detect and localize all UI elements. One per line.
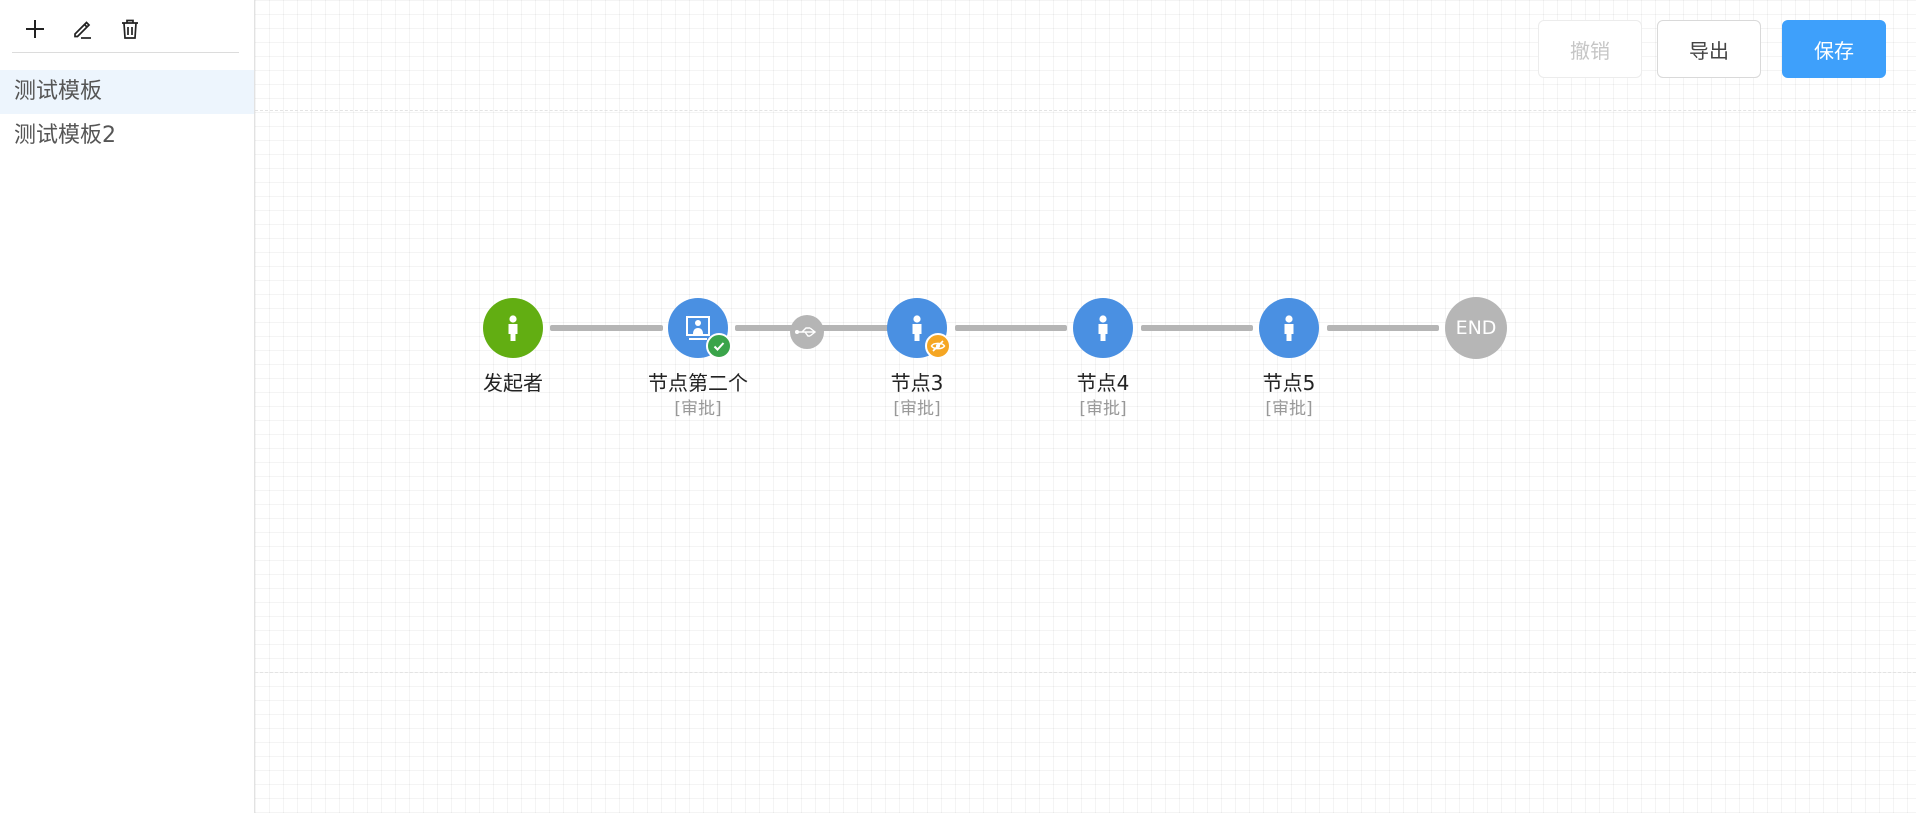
usb-branch-icon: [795, 327, 817, 337]
node-label: 节点第二个: [648, 371, 748, 395]
node-label: 节点4: [1076, 371, 1130, 395]
sidebar-toolbar: [12, 0, 239, 53]
eye-off-icon: [930, 340, 946, 352]
node-type: [审批]: [1079, 399, 1127, 419]
hidden-badge: [925, 333, 951, 359]
canvas-divider: [255, 672, 1916, 673]
plus-icon: [26, 20, 44, 38]
pencil-icon: [74, 21, 91, 39]
flow-connector: [1327, 325, 1439, 331]
flow-node-initiator[interactable]: [483, 298, 543, 358]
person-icon: [912, 315, 922, 341]
flow-canvas[interactable]: 撤销 导出 保存 发起者 节点第二个 [审批] 节点3 [审批] 节点4 [审批…: [255, 0, 1916, 813]
check-icon: [713, 342, 725, 351]
flow-connector: [550, 325, 663, 331]
flow-node-2[interactable]: [668, 298, 732, 359]
monitor-user-icon: [686, 316, 710, 340]
person-icon: [508, 315, 518, 341]
flow-node-4[interactable]: [1073, 298, 1133, 358]
node-label: 节点5: [1262, 371, 1316, 395]
node-label: 发起者: [483, 371, 543, 395]
save-button[interactable]: 保存: [1782, 20, 1886, 78]
person-icon: [1098, 315, 1108, 341]
template-sidebar: 测试模板 测试模板2: [0, 0, 255, 813]
person-icon: [1284, 315, 1294, 341]
undo-button[interactable]: 撤销: [1538, 20, 1642, 78]
edit-template-button[interactable]: [68, 15, 96, 43]
flow-node-5[interactable]: [1259, 298, 1319, 358]
export-button[interactable]: 导出: [1657, 20, 1761, 78]
flow-connector: [1141, 325, 1253, 331]
node-label: 节点3: [890, 371, 944, 395]
flow-node-3[interactable]: [887, 298, 951, 359]
node-type: [审批]: [1265, 399, 1313, 419]
node-type: [审批]: [893, 399, 941, 419]
trash-icon: [122, 19, 138, 39]
template-item[interactable]: 测试模板: [0, 70, 254, 114]
template-list: 测试模板 测试模板2: [0, 70, 254, 158]
delete-template-button[interactable]: [116, 15, 144, 43]
node-type: [审批]: [674, 399, 722, 419]
template-item[interactable]: 测试模板2: [14, 123, 116, 148]
add-template-button[interactable]: [21, 15, 49, 43]
flow-end-node[interactable]: END: [1445, 297, 1507, 359]
add-branch-button[interactable]: [790, 315, 824, 349]
flow-connector: [955, 325, 1067, 331]
canvas-divider: [255, 110, 1916, 111]
approved-badge: [706, 333, 732, 359]
